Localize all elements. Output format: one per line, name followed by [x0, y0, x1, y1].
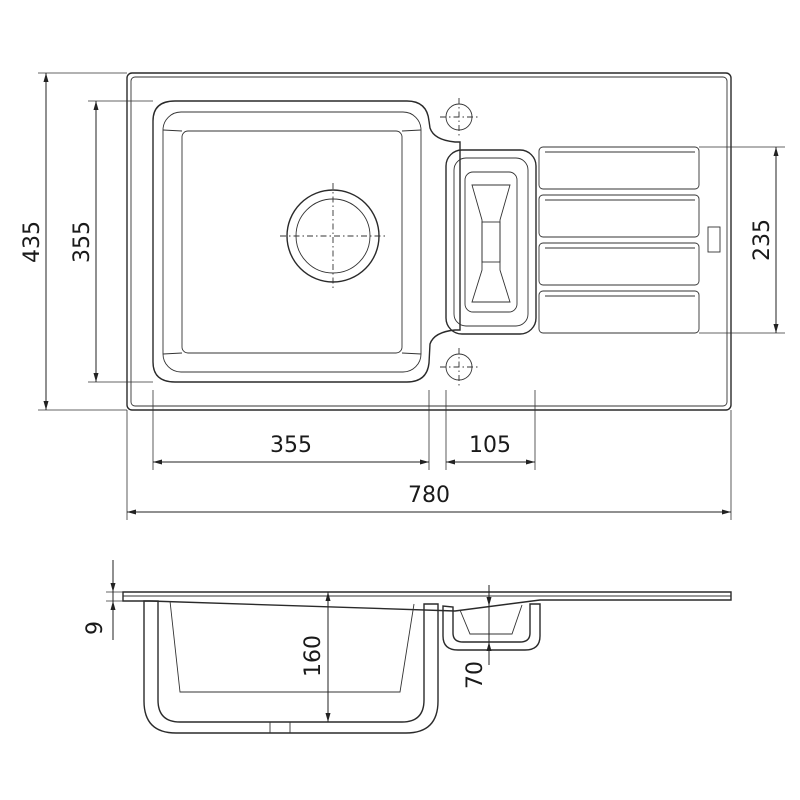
- main-bowl-floor: [181, 130, 403, 354]
- dim-label-drainer-depth: 235: [750, 219, 775, 261]
- dim-label-offset-width: 105: [469, 433, 511, 458]
- side-view-top-slab: [122, 591, 732, 612]
- overflow-hole-icon: [440, 348, 478, 386]
- dim-label-small-bowl-height: 70: [463, 661, 488, 689]
- side-view-main-bowl: [143, 600, 439, 734]
- main-bowl-inner: [162, 111, 422, 373]
- top-view: 435 355 235 355 105 780: [20, 72, 785, 520]
- dim-label-bowl-width: 355: [270, 433, 312, 458]
- side-view-small-bowl: [442, 603, 541, 651]
- dim-label-bowl-height: 160: [301, 635, 326, 677]
- dim-label-overall-width: 780: [408, 483, 450, 508]
- dim-label-rim-thickness: 9: [83, 621, 108, 635]
- drain-icon: [280, 183, 386, 289]
- dim-label-overall-depth: 435: [20, 221, 45, 263]
- tap-hole-icon: [440, 98, 478, 136]
- dim-label-bowl-depth: 355: [70, 221, 95, 263]
- small-bowl: [445, 149, 537, 335]
- drainer-grooves: [538, 146, 721, 334]
- side-view: 9 160 70: [83, 560, 732, 734]
- main-bowl-rim: [152, 100, 461, 383]
